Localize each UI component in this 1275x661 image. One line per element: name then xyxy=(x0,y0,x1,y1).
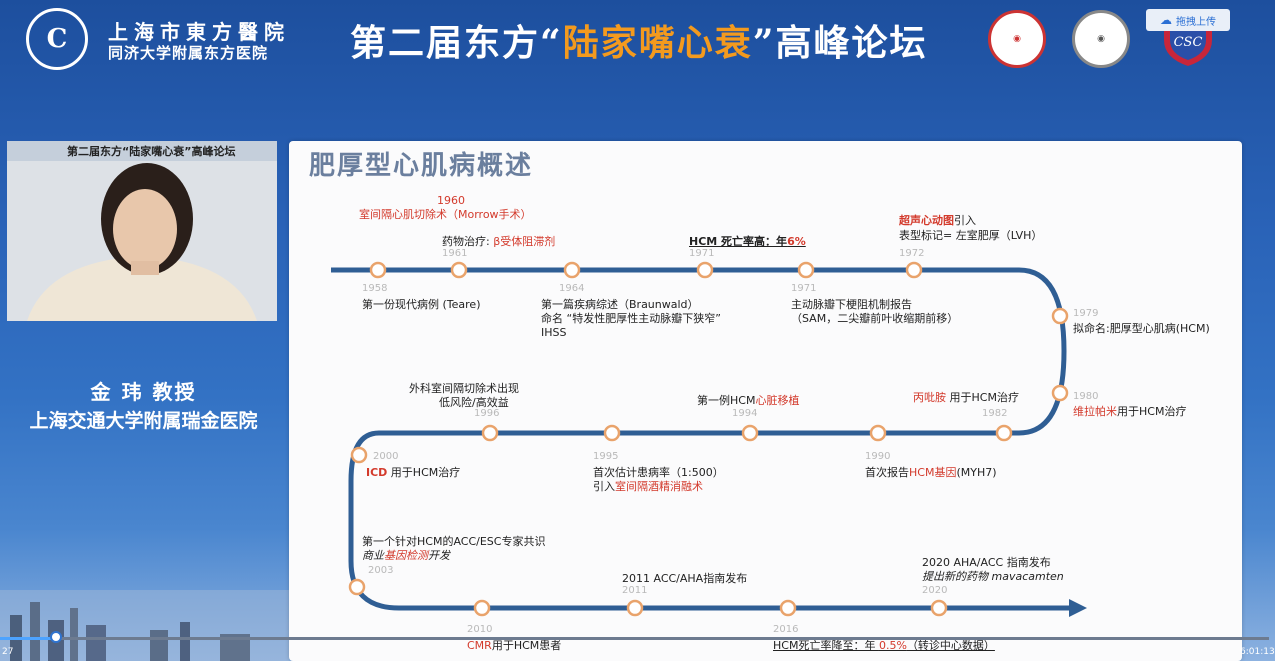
forum-title-pre: 第二届东方“ xyxy=(350,22,563,64)
year-label: 1996 xyxy=(474,408,500,419)
timeline-node-1971b xyxy=(797,261,815,279)
video-header-title: 第二届东方“陆家嘴心衰”高峰论坛 xyxy=(67,145,236,158)
timeline-nodes xyxy=(348,261,1069,617)
timeline-node-1996 xyxy=(481,424,499,442)
forum-title-post: ”高峰论坛 xyxy=(752,22,928,64)
event-1994: 第一例HCM心脏移植 xyxy=(697,394,800,407)
event-2016: HCM死亡率降至：年 0.5%（转诊中心数据） xyxy=(773,639,995,652)
event-1964-review: 第一篇疾病综述（Braunwald） xyxy=(541,298,699,311)
event-2003-genetic: 商业基因检测开发 xyxy=(362,549,450,562)
speaker-figure xyxy=(7,161,277,321)
event-2020-guideline: 2020 AHA/ACC 指南发布 xyxy=(922,556,1051,569)
event-2010: CMR用于HCM患者 xyxy=(467,639,562,652)
year-label: 2016 xyxy=(773,624,799,635)
city-skyline-image xyxy=(0,590,289,661)
year-label: 1979 xyxy=(1073,308,1099,319)
event-1996-risk: 低风险/高效益 xyxy=(439,396,509,409)
year-label: 2011 xyxy=(622,585,648,596)
hospital-logo-icon: C xyxy=(26,8,88,70)
current-time: 27 xyxy=(2,647,14,657)
timeline-node-1958 xyxy=(369,261,387,279)
event-1971-sam: （SAM，二尖瓣前叶收缩期前移） xyxy=(791,312,959,325)
year-label: 1964 xyxy=(559,283,585,294)
upload-button[interactable]: ☁ 拖拽上传 xyxy=(1146,9,1230,31)
video-progress-track[interactable] xyxy=(0,637,1269,640)
year-label: 1961 xyxy=(442,248,468,259)
event-1979: 拟命名:肥厚型心肌病(HCM) xyxy=(1073,322,1210,335)
svg-text:CSC: CSC xyxy=(1174,35,1203,50)
event-1972-phenotype: 表型标记= 左室肥厚（LVH） xyxy=(899,229,1043,242)
slide-title: 肥厚型心肌病概述 xyxy=(309,151,534,181)
hospital-subtitle: 同济大学附属东方医院 xyxy=(108,44,269,62)
year-label: 1990 xyxy=(865,451,891,462)
year-label: 2020 xyxy=(922,585,948,596)
timeline-node-1980 xyxy=(1051,384,1069,402)
event-1958: 第一份现代病例 (Teare) xyxy=(362,298,481,311)
event-2020-mavacamten: 提出新的药物 mavacamten xyxy=(922,570,1064,583)
timeline-node-1961 xyxy=(450,261,468,279)
year-label: 1972 xyxy=(899,248,925,259)
timeline-node-1972 xyxy=(905,261,923,279)
year-label: 2003 xyxy=(368,565,394,576)
year-label: 1971 xyxy=(791,283,817,294)
event-1996-surgery: 外科室间隔切除术出现 xyxy=(409,382,519,395)
timeline-node-2003 xyxy=(348,578,366,596)
event-1980: 维拉帕米用于HCM治疗 xyxy=(1073,405,1187,418)
year-label: 2010 xyxy=(467,624,493,635)
year-label: 1995 xyxy=(593,451,619,462)
timeline-node-2010 xyxy=(473,599,491,617)
timeline-node-1982 xyxy=(995,424,1013,442)
timeline-node-2011 xyxy=(626,599,644,617)
event-1972-echo: 超声心动图引入 xyxy=(899,214,976,227)
speaker-organization: 上海交通大学附属瑞金医院 xyxy=(29,410,258,432)
speaker-name: 金 玮 教授 xyxy=(90,380,197,404)
event-1995-ablation: 引入室间隔酒精消融术 xyxy=(593,480,703,493)
timeline-node-2020 xyxy=(930,599,948,617)
upload-label: 拖拽上传 xyxy=(1176,16,1216,28)
event-1964-ihss: IHSS xyxy=(541,326,567,339)
year-label: 1971 xyxy=(689,248,715,259)
event-1971-obstruction: 主动脉瓣下梗阻机制报告 xyxy=(791,298,912,311)
hcm-timeline xyxy=(331,261,1087,617)
presentation-slide: 肥厚型心肌病概述 1958 1961 1964 1971 xyxy=(289,141,1242,661)
timeline-node-1995 xyxy=(603,424,621,442)
forum-title-highlight: 陆家嘴心衰 xyxy=(562,22,753,64)
event-1964-naming: 命名 “特发性肥厚性主动脉瓣下狭窄” xyxy=(541,312,721,325)
timeline-node-1990 xyxy=(869,424,887,442)
video-header-bar: 第二届东方“陆家嘴心衰”高峰论坛 xyxy=(7,141,277,161)
video-progress-handle[interactable] xyxy=(50,631,62,643)
timeline-node-1971a xyxy=(696,261,714,279)
event-2000: ICD 用于HCM治疗 xyxy=(366,466,461,479)
video-progress-fill xyxy=(0,637,56,640)
year-label: 1958 xyxy=(362,283,388,294)
event-1995-prevalence: 首次估计患病率（1:500） xyxy=(593,466,724,479)
event-2011: 2011 ACC/AHA指南发布 xyxy=(622,572,748,585)
year-label: 2000 xyxy=(373,451,399,462)
forum-title: 第二届东方“陆家嘴心衰”高峰论坛 xyxy=(350,14,927,66)
timeline-node-2016 xyxy=(779,599,797,617)
year-label: 1980 xyxy=(1073,391,1099,402)
event-1960: 室间隔心肌切除术（Morrow手术） xyxy=(359,208,532,221)
event-1982: 丙吡胺 用于HCM治疗 xyxy=(913,391,1019,404)
event-1961: 药物治疗: β受体阻滞剂 xyxy=(442,235,556,248)
timeline-node-1964 xyxy=(563,261,581,279)
total-time: 6:01:13 xyxy=(1240,647,1275,657)
event-1971-mortality: HCM 死亡率高：年6% xyxy=(689,235,806,248)
timeline-node-1994 xyxy=(741,424,759,442)
year-label: 1982 xyxy=(982,408,1008,419)
year-label: 1994 xyxy=(732,408,758,419)
timeline-node-1979 xyxy=(1051,307,1069,325)
association-seal-icon: ◉ xyxy=(1072,10,1130,68)
association-seal-icon: ◉ xyxy=(988,10,1046,68)
hospital-name: 上海市東方醫院 xyxy=(108,20,290,44)
timeline-node-2000 xyxy=(350,446,368,464)
speaker-video: 第二届东方“陆家嘴心衰”高峰论坛 xyxy=(7,141,277,321)
cloud-upload-icon: ☁ xyxy=(1160,13,1172,27)
timeline-arrow-icon xyxy=(1069,599,1087,617)
event-1990: 首次报告HCM基因(MYH7) xyxy=(865,466,997,479)
event-1960-year: 1960 xyxy=(437,194,465,207)
event-2003-consensus: 第一个针对HCM的ACC/ESC专家共识 xyxy=(362,535,546,548)
